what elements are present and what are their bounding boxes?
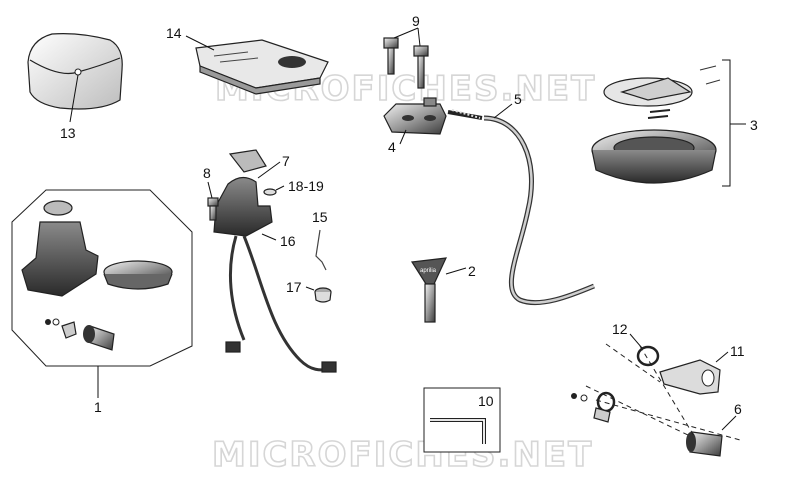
part-13-bag: [27, 33, 123, 123]
callout-labels: 1 2 3 4 5 6 7 8 9 10 11 12 13 14 15 16 1…: [60, 13, 758, 417]
part-8-bolt: [207, 181, 219, 221]
part-4-bracket: [383, 97, 447, 145]
callout-9: 9: [412, 13, 420, 29]
callout-1: 1: [94, 399, 102, 415]
callout-11: 11: [730, 343, 745, 359]
part-12-ring: [629, 333, 660, 367]
part-7-ignition-switch: [213, 149, 337, 373]
part-6-cylinder: [686, 415, 737, 457]
watermark-bottom: MICROFICHES.NET: [212, 435, 593, 475]
callout-18-19: 18-19: [288, 178, 324, 194]
part-3-fuel-cap: [591, 59, 746, 187]
part-18-19-washer: [263, 185, 285, 196]
part-10-hex-key: [423, 387, 501, 453]
part-11-bracket: [659, 351, 729, 395]
callout-4: 4: [388, 139, 396, 155]
callout-13: 13: [60, 125, 76, 141]
callout-12: 12: [612, 321, 628, 337]
callout-6: 6: [734, 401, 742, 417]
callout-8: 8: [203, 165, 211, 181]
part-14-manual: [185, 35, 329, 95]
part-9-bolts: [383, 27, 429, 89]
assembly-lines: [571, 343, 741, 441]
callout-15: 15: [312, 209, 328, 225]
key-brand-label: aprilia: [420, 268, 437, 274]
callout-10: 10: [478, 393, 494, 409]
callout-5: 5: [514, 91, 522, 107]
callout-16: 16: [280, 233, 296, 249]
part-17-grommet: [305, 286, 332, 303]
part-2-key: aprilia: [410, 257, 467, 323]
part-15-clip: [315, 229, 327, 271]
part-1-group: [11, 189, 193, 398]
part-5-cable: [447, 103, 595, 306]
callout-2: 2: [468, 263, 476, 279]
callout-7: 7: [282, 153, 290, 169]
callout-3: 3: [750, 117, 758, 133]
callout-14: 14: [166, 25, 182, 41]
callout-17: 17: [286, 279, 302, 295]
